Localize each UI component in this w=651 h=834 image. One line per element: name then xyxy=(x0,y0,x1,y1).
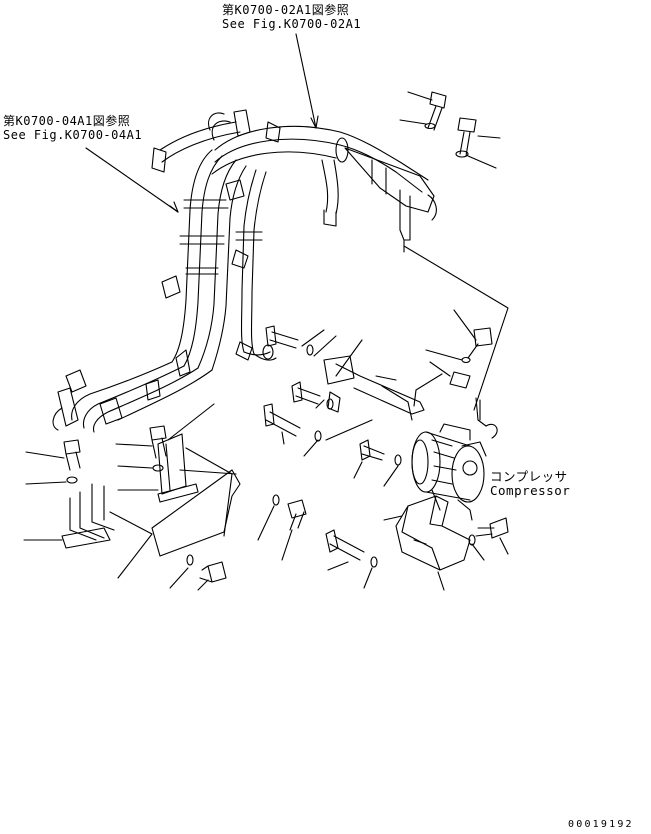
reference-leaders xyxy=(86,34,318,212)
compressor-body xyxy=(412,398,497,520)
compressor-label: コンプレッサ Compressor xyxy=(490,470,570,498)
compressor-label-en: Compressor xyxy=(490,483,571,498)
wiring-harness xyxy=(53,110,436,432)
reference-label-top: 第K0700-02A1図参照 See Fig.K0700-02A1 xyxy=(222,3,361,31)
reference-left-en: See Fig.K0700-04A1 xyxy=(3,128,143,142)
bracket-assembly xyxy=(264,310,492,486)
top-bolts xyxy=(400,92,508,410)
figure-number: 00019192 xyxy=(568,819,634,830)
reference-top-jp: 第K0700-02A1図参照 xyxy=(222,3,350,17)
reference-top-en: See Fig.K0700-02A1 xyxy=(222,17,362,31)
reference-left-jp: 第K0700-04A1図参照 xyxy=(3,114,131,128)
compressor-label-jp: コンプレッサ xyxy=(490,469,568,484)
compressor-bracket xyxy=(326,496,508,590)
left-brackets xyxy=(24,404,306,590)
reference-label-left: 第K0700-04A1図参照 See Fig.K0700-04A1 xyxy=(3,114,142,142)
